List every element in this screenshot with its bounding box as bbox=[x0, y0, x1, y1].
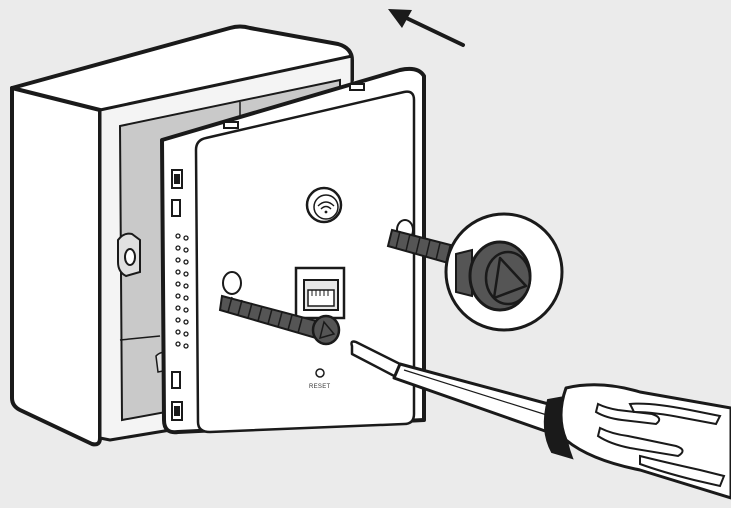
screwdriver-icon bbox=[350, 340, 731, 500]
triangle-screw-head-icon bbox=[444, 212, 564, 332]
screw-left bbox=[218, 294, 341, 346]
ethernet-port-icon bbox=[294, 266, 346, 320]
access-point-faceplate bbox=[194, 83, 416, 434]
wifi-icon bbox=[305, 186, 343, 224]
reset-button bbox=[315, 368, 325, 378]
arrow-up-left-icon bbox=[388, 9, 465, 47]
screw-hole-left bbox=[222, 271, 242, 295]
vent-holes bbox=[175, 233, 189, 349]
reset-label: RESET bbox=[309, 384, 331, 390]
